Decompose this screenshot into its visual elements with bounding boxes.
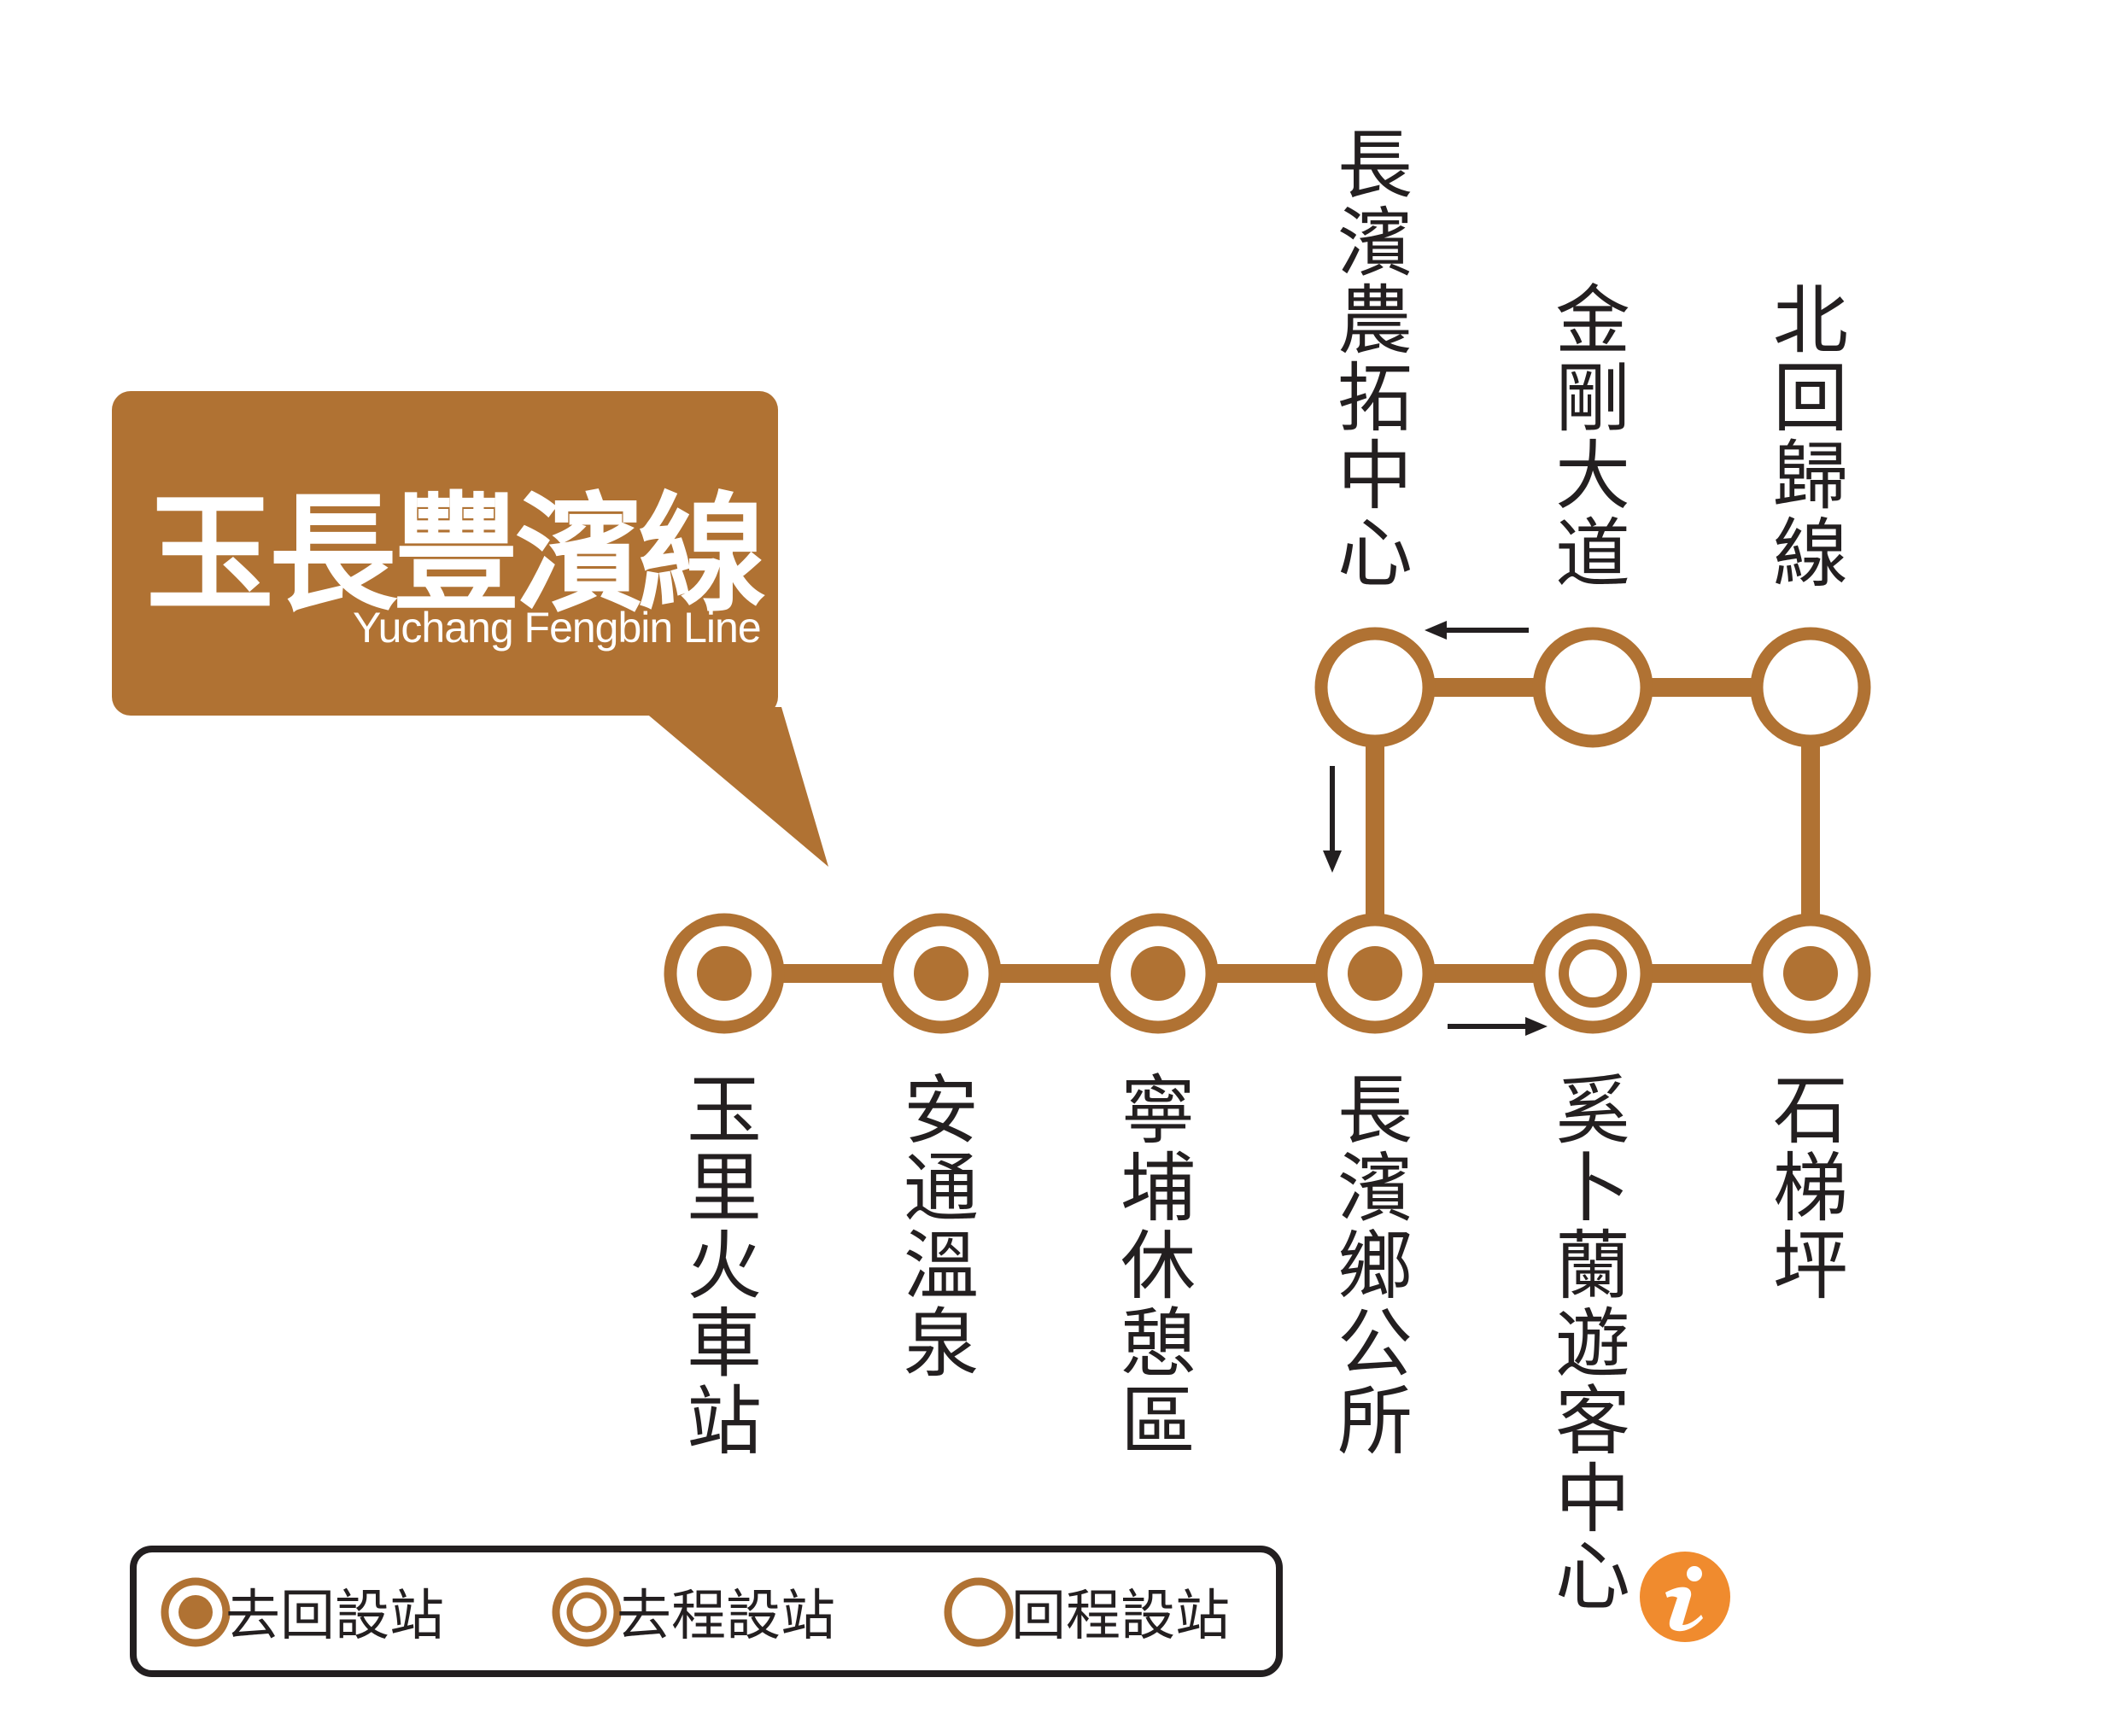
- arrow-icon-top: [1425, 621, 1529, 640]
- legend-item-both: 去回設站: [214, 1552, 444, 1670]
- legend-marker-both: [161, 1577, 231, 1647]
- station-marker-changbin-office: [1314, 913, 1436, 1034]
- station-label-changbin-office: 長濱鄉公所: [1337, 1067, 1413, 1465]
- station-marker-shiti: [1750, 913, 1871, 1034]
- title-english: Yuchang Fengbin Line: [353, 604, 762, 652]
- legend: 去回設站 去程設站 回程設站: [130, 1546, 1283, 1677]
- station-label-ningbu: 寧埔休憩區: [1120, 1067, 1196, 1465]
- station-label-antong: 安通溫泉: [903, 1067, 979, 1388]
- station-marker-beihuigui: [1750, 627, 1871, 748]
- legend-item-outbound: 去程設站: [605, 1552, 835, 1670]
- station-marker-xibulan: [1532, 913, 1653, 1034]
- legend-marker-outbound: [552, 1577, 622, 1647]
- legend-label-outbound: 去程設站: [617, 1585, 835, 1648]
- arrow-icon-left: [1323, 766, 1342, 873]
- station-label-beihuigui: 北回歸線: [1772, 277, 1848, 598]
- route-line: [724, 678, 1820, 983]
- arrow-icon-bottom: [1448, 1017, 1548, 1036]
- station-marker-ningbu: [1097, 913, 1219, 1034]
- title-bubble: [112, 391, 828, 867]
- info-icon: [1640, 1552, 1730, 1642]
- title-bubble-text: 玉長豐濱線 Yuchang Fengbin Line: [112, 391, 778, 716]
- station-label-changbin-farm: 長濱農拓中心: [1337, 121, 1413, 598]
- station-label-xibulan: 奚卜蘭遊客中心: [1554, 1067, 1630, 1621]
- legend-label-both: 去回設站: [225, 1585, 444, 1648]
- station-label-yuli: 玉里火車站: [686, 1067, 762, 1465]
- legend-label-return: 回程設站: [1011, 1585, 1230, 1648]
- station-marker-changbin-farm: [1314, 627, 1436, 748]
- station-marker-jingang: [1532, 627, 1653, 748]
- station-label-jingang: 金剛大道: [1554, 277, 1630, 598]
- station-marker-yuli: [664, 913, 785, 1034]
- station-label-shiti: 石梯坪: [1772, 1067, 1848, 1310]
- legend-marker-return: [944, 1577, 1014, 1647]
- station-marker-antong: [881, 913, 1002, 1034]
- title-chinese: 玉長豐濱線: [146, 479, 766, 629]
- legend-item-return: 回程設站: [999, 1552, 1230, 1670]
